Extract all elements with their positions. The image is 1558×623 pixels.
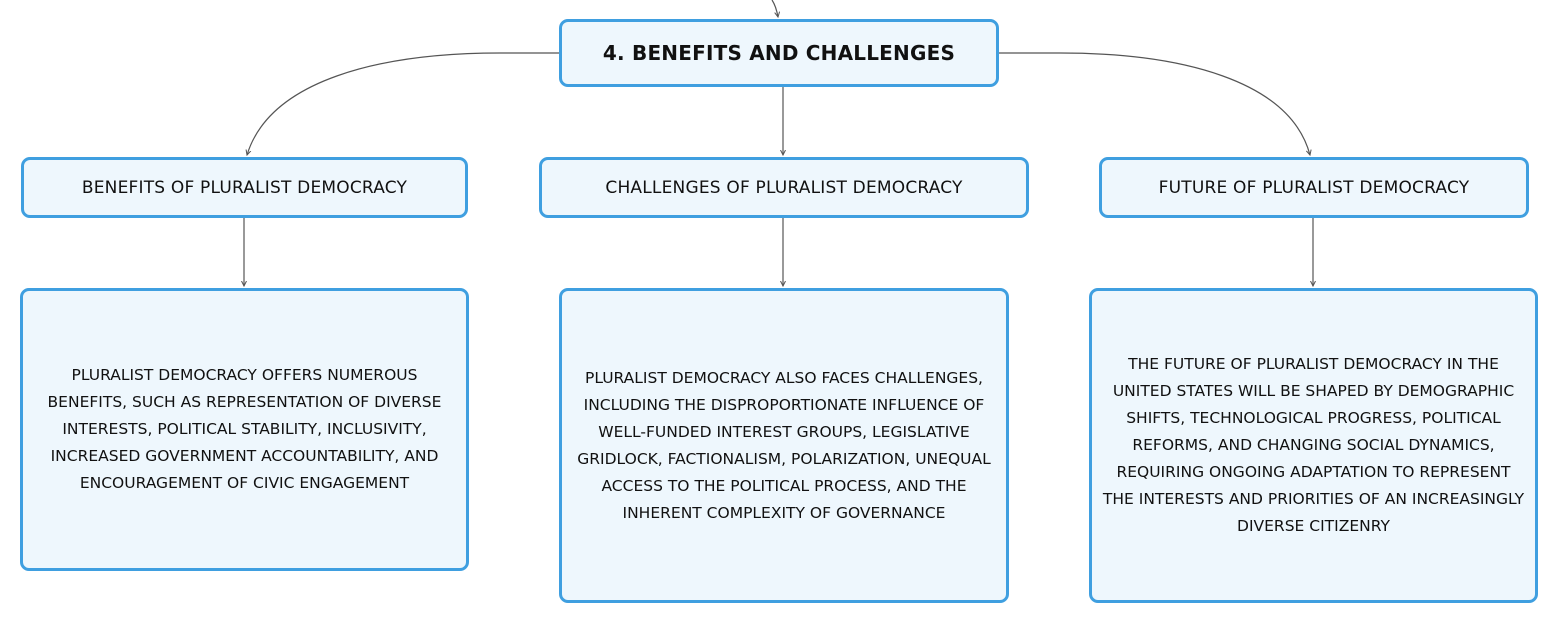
branch-node-future-label: FUTURE OF PLURALIST DEMOCRACY	[1158, 177, 1470, 198]
connector-root-to-benefits	[247, 52, 559, 155]
detail-node-benefits[interactable]: PLURALIST DEMOCRACY OFFERS NUMEROUS BENE…	[20, 288, 469, 571]
branch-node-challenges-label: CHALLENGES OF PLURALIST DEMOCRACY	[605, 177, 963, 198]
branch-node-benefits-label: BENEFITS OF PLURALIST DEMOCRACY	[81, 177, 408, 198]
branch-node-future[interactable]: FUTURE OF PLURALIST DEMOCRACY	[1099, 157, 1529, 218]
branch-node-benefits[interactable]: BENEFITS OF PLURALIST DEMOCRACY	[21, 157, 468, 218]
detail-node-challenges[interactable]: PLURALIST DEMOCRACY ALSO FACES CHALLENGE…	[559, 288, 1009, 603]
detail-node-challenges-text: PLURALIST DEMOCRACY ALSO FACES CHALLENGE…	[577, 368, 991, 522]
connector-root-to-future	[999, 52, 1310, 155]
root-node-label: 4. BENEFITS AND CHALLENGES	[602, 41, 956, 65]
parent-connector	[771, 0, 778, 17]
detail-node-benefits-text: PLURALIST DEMOCRACY OFFERS NUMEROUS BENE…	[47, 366, 442, 492]
branch-node-challenges[interactable]: CHALLENGES OF PLURALIST DEMOCRACY	[539, 157, 1029, 218]
detail-node-future-text: THE FUTURE OF PLURALIST DEMOCRACY IN THE…	[1102, 355, 1525, 535]
root-node-benefits-and-challenges[interactable]: 4. BENEFITS AND CHALLENGES	[559, 19, 999, 87]
detail-node-future[interactable]: THE FUTURE OF PLURALIST DEMOCRACY IN THE…	[1089, 288, 1538, 603]
